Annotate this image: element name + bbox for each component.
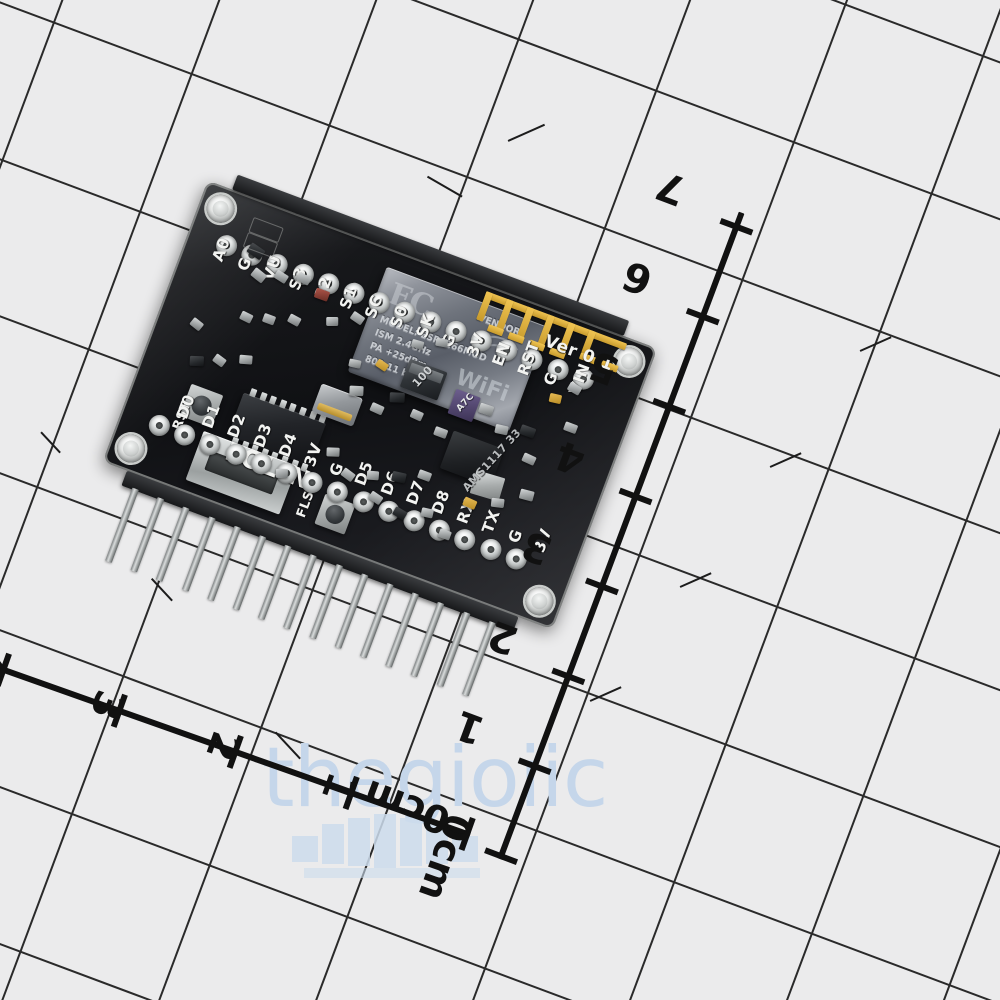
header-pin-bottom[interactable] xyxy=(410,601,445,678)
header-pin-bottom[interactable] xyxy=(207,525,241,602)
header-pin-bottom[interactable] xyxy=(232,535,267,611)
pcb-edge xyxy=(102,180,658,630)
nodemcu-board: FC MODEL: ESP8266MOD ISM 2.4GHz PA +25dB… xyxy=(102,174,658,697)
header-pin-bottom[interactable] xyxy=(359,582,394,659)
header-pin-bottom[interactable] xyxy=(436,611,471,687)
header-pin-bottom[interactable] xyxy=(257,544,292,621)
header-pin-bottom[interactable] xyxy=(334,573,369,649)
header-pin-bottom[interactable] xyxy=(308,563,343,640)
header-pin-bottom[interactable] xyxy=(385,592,420,668)
header-pin-bottom[interactable] xyxy=(181,516,216,592)
header-pin-bottom[interactable] xyxy=(156,506,190,583)
header-pin-bottom[interactable] xyxy=(130,497,165,573)
header-pin-bottom[interactable] xyxy=(105,487,139,564)
header-pin-bottom[interactable] xyxy=(283,554,318,630)
